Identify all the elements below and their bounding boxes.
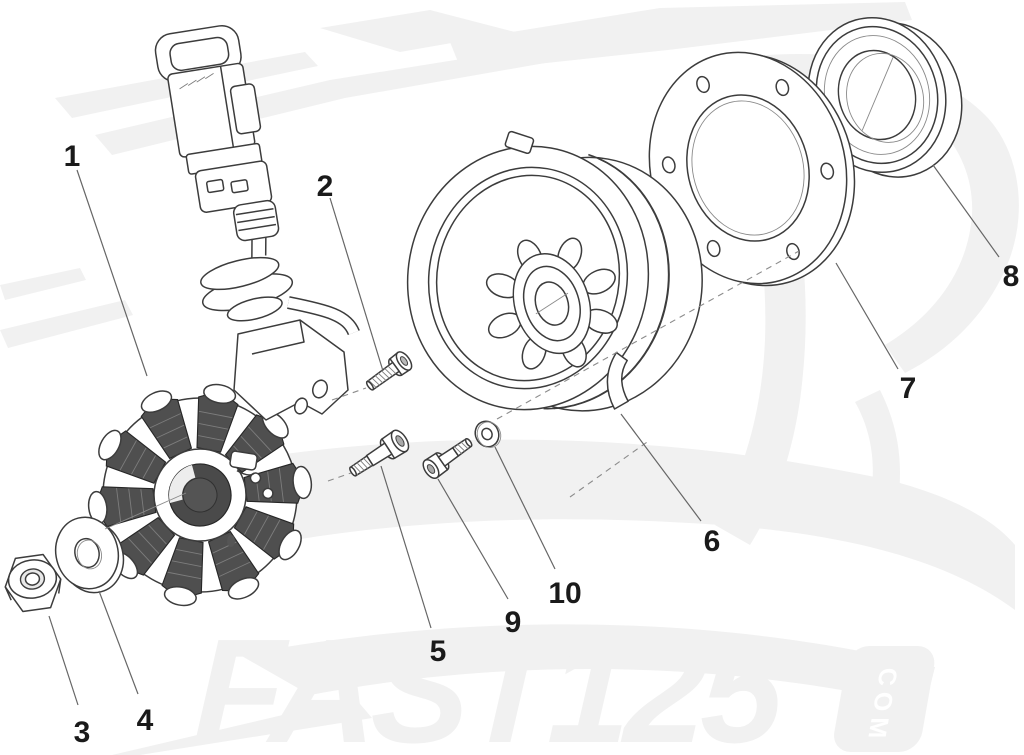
leader-line-9 [437,478,509,600]
part-connector [154,24,360,336]
leader-line-10 [494,446,556,570]
callout-8: 8 [1003,260,1020,293]
leader-line-1 [76,169,148,377]
part-washer-4 [54,516,125,594]
leader-lines [48,164,1000,706]
part-screw-5 [349,429,410,477]
callout-4: 4 [137,704,154,737]
watermark-com-badge: COM [834,646,935,752]
callout-2: 2 [317,170,334,203]
part-washer-10 [474,420,502,448]
callout-labels: 1 2 3 4 5 6 7 8 9 10 [64,140,1020,749]
part-wiring-grommet [200,256,294,322]
callout-5: 5 [430,635,447,668]
callout-9: 9 [505,606,522,639]
leader-line-7 [835,262,899,370]
leader-line-6 [620,413,702,522]
callout-10: 10 [548,577,581,610]
alignment-lines [104,250,800,530]
part-flywheel-6 [406,130,703,412]
callout-3: 3 [74,716,91,749]
part-stator-1 [87,383,313,607]
leader-line-5 [380,465,432,629]
watermark-brand-text: FAST125 [191,609,789,755]
stator-vent-hole [227,535,235,547]
part-mounting-bracket [233,319,349,421]
leader-line-8 [932,164,1000,258]
part-nut-3 [4,553,62,613]
part-screw-9 [422,438,473,480]
part-screw-2 [365,351,413,391]
leader-line-2 [329,197,384,372]
callout-7: 7 [900,372,917,405]
callout-6: 6 [704,525,721,558]
leader-line-4 [98,590,139,695]
leader-line-3 [48,615,79,706]
callout-1: 1 [64,140,81,173]
